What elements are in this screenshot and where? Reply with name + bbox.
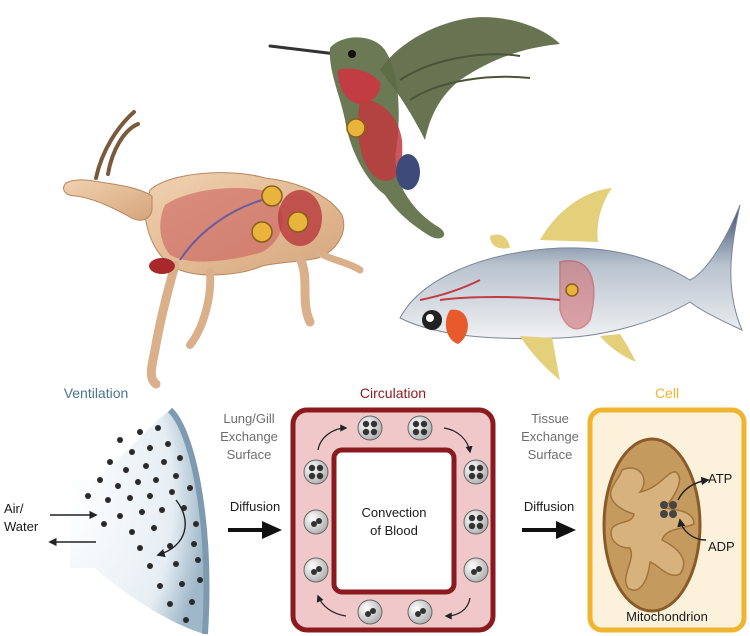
ventilation-particle bbox=[173, 473, 179, 479]
ventilation-particle bbox=[151, 525, 157, 531]
ventilation-particle bbox=[137, 429, 143, 435]
convection-of-blood-label: Convection of Blood bbox=[361, 505, 427, 538]
ventilation-particle bbox=[167, 601, 173, 607]
ventilation-particle bbox=[107, 459, 113, 465]
deoxygenated-blood-cell bbox=[463, 557, 489, 583]
ventilation-particle bbox=[123, 467, 129, 473]
ventilation-particle bbox=[191, 541, 197, 547]
ventilation-particle bbox=[169, 489, 175, 495]
oxygenated-blood-cell bbox=[463, 459, 489, 485]
deoxygenated-blood-cell bbox=[303, 509, 329, 535]
lung-gill-exchange-surface-label: Lung/Gill Exchange Surface bbox=[220, 411, 278, 462]
ventilation-particle bbox=[135, 479, 141, 485]
deoxygenated-blood-cell bbox=[303, 557, 329, 583]
ventilation-particle bbox=[195, 557, 201, 563]
ventilation-particle bbox=[147, 445, 153, 451]
ventilation-particle bbox=[173, 561, 179, 567]
tissue-exchange-surface-label: Tissue Exchange Surface bbox=[521, 411, 579, 462]
ventilation-particle bbox=[127, 495, 133, 501]
ventilation-particle bbox=[101, 521, 107, 527]
air-water-label: Air/ Water bbox=[4, 501, 39, 534]
ventilation-particle bbox=[165, 441, 171, 447]
ventilation-lung-gill-shape bbox=[70, 407, 210, 635]
ventilation-particle bbox=[129, 529, 135, 535]
adp-arrow bbox=[677, 518, 707, 541]
ventilation-particle bbox=[197, 577, 203, 583]
ventilation-particle bbox=[147, 493, 153, 499]
adp-label: ADP bbox=[708, 539, 735, 554]
diffusion-arrow-2 bbox=[522, 521, 576, 539]
diffusion-label-2: Diffusion bbox=[523, 499, 575, 514]
ventilation-particle bbox=[117, 513, 123, 519]
blood-cells bbox=[303, 415, 489, 625]
ventilation-particle bbox=[129, 449, 135, 455]
atp-arrow bbox=[677, 476, 710, 501]
ventilation-particles bbox=[85, 425, 203, 623]
ventilation-particle bbox=[167, 543, 173, 549]
ventilation-particle bbox=[155, 425, 161, 431]
atp-label: ATP bbox=[708, 471, 733, 486]
ventilation-particle bbox=[139, 509, 145, 515]
gazelle-illustration bbox=[63, 110, 364, 389]
ventilation-particle bbox=[147, 563, 153, 569]
deoxygenated-blood-cell bbox=[407, 599, 433, 625]
ventilation-flow-arrow bbox=[156, 499, 186, 558]
diffusion-label-1: Diffusion bbox=[229, 499, 281, 514]
blood-flow-arrows bbox=[316, 424, 473, 620]
ventilation-title: Ventilation bbox=[64, 385, 129, 401]
circulation-title: Circulation bbox=[360, 385, 426, 401]
ventilation-particle bbox=[153, 477, 159, 483]
deoxygenated-blood-cell bbox=[357, 599, 383, 625]
mitochondrion-shape bbox=[602, 437, 702, 613]
ventilation-particle bbox=[187, 485, 193, 491]
diffusion-arrow-1 bbox=[228, 521, 282, 539]
ventilation-particle bbox=[189, 599, 195, 605]
ventilation-particle bbox=[85, 493, 91, 499]
oxygenated-blood-cell bbox=[357, 415, 383, 441]
ventilation-particle bbox=[177, 455, 183, 461]
ventilation-particle bbox=[137, 545, 143, 551]
ventilation-particle bbox=[115, 483, 121, 489]
ventilation-particle bbox=[193, 521, 199, 527]
tuna-illustration bbox=[399, 188, 743, 380]
atp-synthase-cluster bbox=[660, 501, 677, 518]
circulation-inner-frame bbox=[331, 447, 457, 595]
ventilation-particle bbox=[157, 583, 163, 589]
ventilation-particle bbox=[117, 437, 123, 443]
ventilation-particle bbox=[97, 477, 103, 483]
ventilation-particle bbox=[183, 617, 189, 623]
oxygenated-blood-cell bbox=[463, 509, 489, 535]
oxygenated-blood-cell bbox=[407, 415, 433, 441]
ventilation-particle bbox=[143, 463, 149, 469]
oxygenated-blood-cell bbox=[303, 459, 329, 485]
cell-title: Cell bbox=[655, 385, 679, 401]
ventilation-particle bbox=[161, 459, 167, 465]
ventilation-particle bbox=[105, 497, 111, 503]
ventilation-particle bbox=[159, 507, 165, 513]
hummingbird-illustration bbox=[268, 17, 560, 239]
mitochondrion-label: Mitochondrion bbox=[626, 609, 708, 624]
ventilation-particle bbox=[179, 581, 185, 587]
